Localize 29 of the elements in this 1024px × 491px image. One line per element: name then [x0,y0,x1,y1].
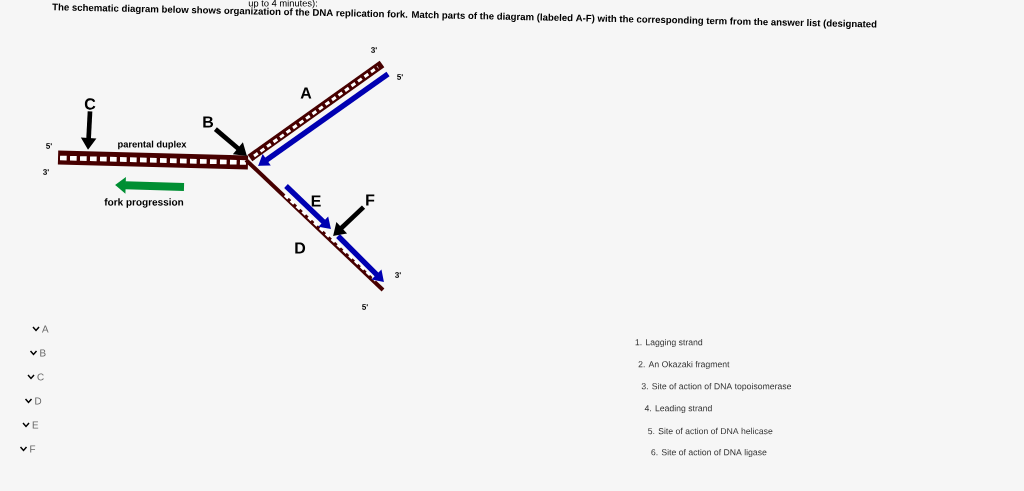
small-note: up to 4 minutes): [248,0,317,9]
dna-fork-drawing [244,60,390,292]
answer-option: 3. Site of action of DNA topoisomerase [641,382,792,392]
dropdown-label: A [41,325,49,333]
strand-end-label: 5' [397,74,403,80]
answer-option: 4. Leading strand [644,404,712,414]
dropdown-label: F [30,445,36,453]
letter-label: A [300,87,312,99]
answer-option: 1. Lagging strand [635,338,703,348]
letter-label: C [84,98,96,110]
strand-end-label: 3' [43,169,49,175]
diagram-label: fork progression [104,198,184,208]
answer-option: 6. Site of action of DNA ligase [651,448,767,458]
dropdown-label: D [35,397,42,405]
letter-label: D [295,242,306,254]
dropdown-label: C [37,373,44,381]
letter-label: B [203,116,214,128]
answer-option: 2. An Okazaki fragment [638,360,730,370]
dropdown-label: E [32,421,39,429]
diagram-label: parental duplex [118,140,187,150]
arrow [333,205,366,236]
answer-option: 5. Site of action of DNA helicase [648,427,773,435]
dropdown-label: B [40,349,46,357]
letter-label: E [311,195,321,207]
arrow [213,127,247,156]
strand-end-label: 3' [371,47,377,53]
strand-end-label: 5' [362,304,368,310]
strand-end-label: 5' [46,143,52,149]
parental-duplex-drawing [57,150,249,170]
